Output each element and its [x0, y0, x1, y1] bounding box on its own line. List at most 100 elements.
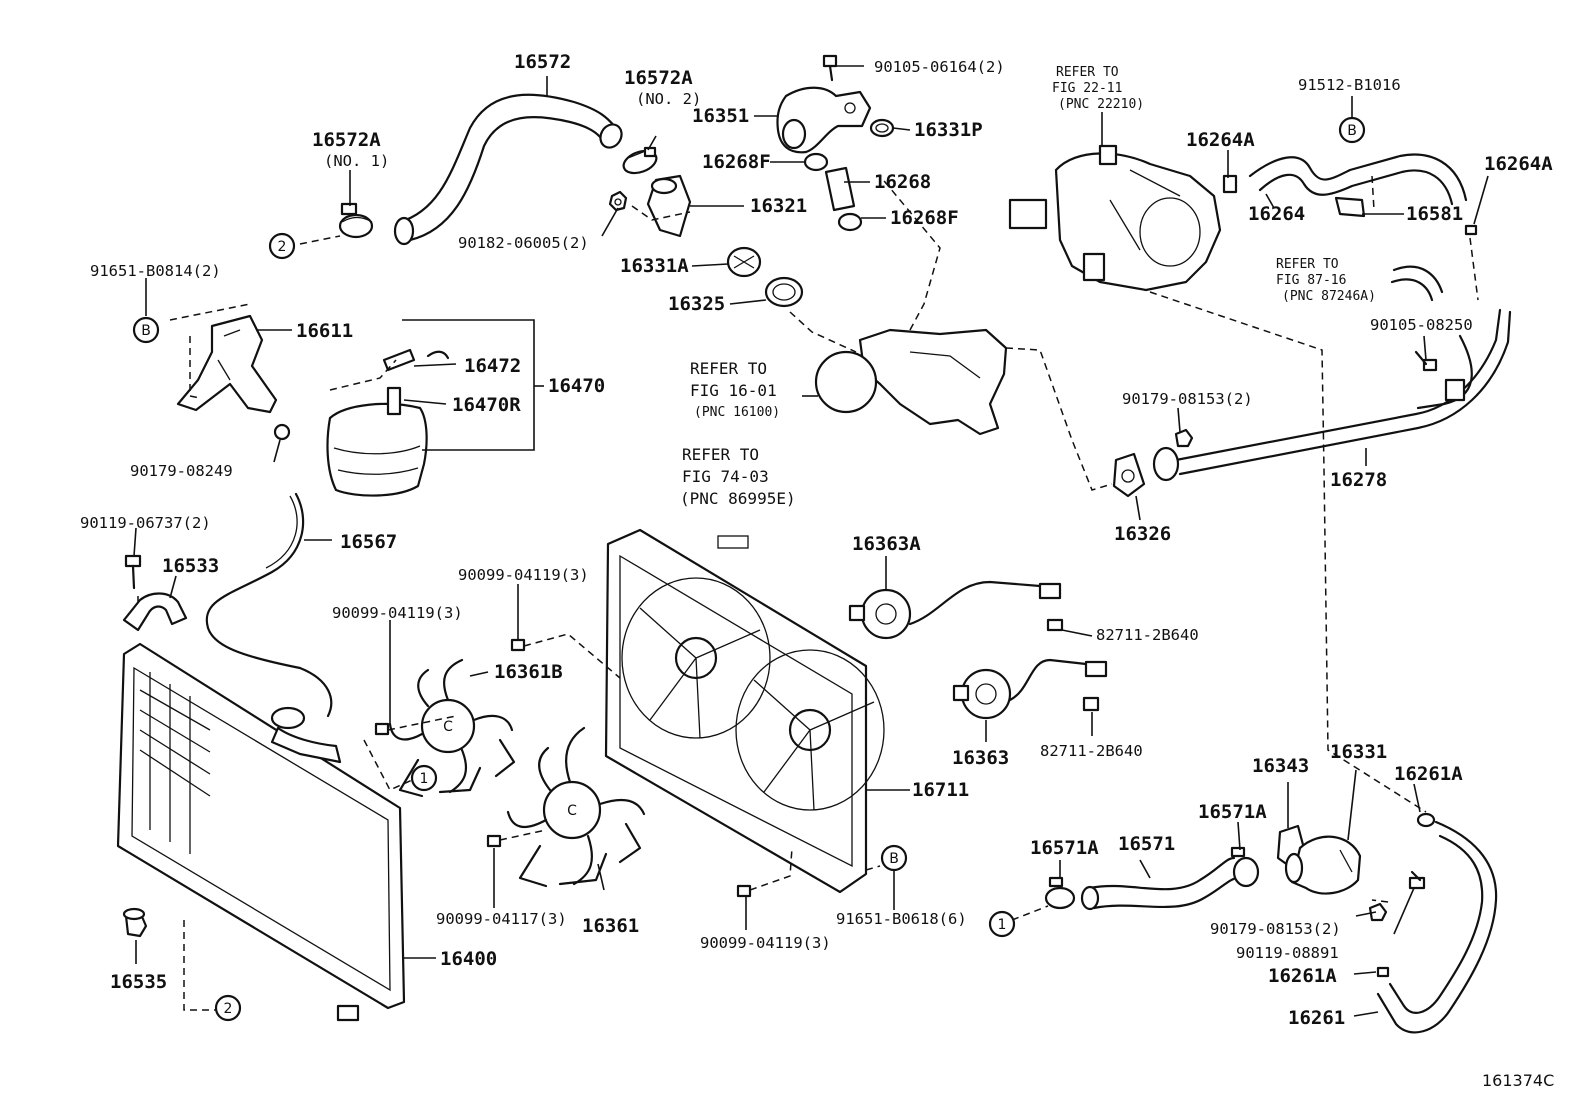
ref-fig1601-line2: FIG 16-01	[690, 381, 777, 400]
label-no2: (NO. 2)	[636, 90, 701, 108]
label-16711: 16711	[912, 779, 969, 801]
hose-clamp-16571a-left	[1044, 876, 1076, 910]
bolt-90105-06164	[822, 54, 838, 82]
gasket-16326	[1112, 452, 1146, 498]
marker-b-shroud-text: B	[889, 851, 899, 867]
label-16363: 16363	[952, 747, 1009, 769]
fan-motor-16363a	[848, 580, 1062, 640]
lower-radiator-hose	[1080, 856, 1240, 911]
fan-shroud	[604, 528, 885, 894]
ref-fig-22-11: REFER TO FIG 22-11 (PNC 22210)	[1052, 65, 1144, 112]
label-16363a: 16363A	[852, 533, 921, 555]
label-90099-04119-bottom: 90099-04119(3)	[700, 934, 831, 952]
label-16261a-bottom: 16261A	[1268, 965, 1337, 987]
marker-b-hose-text: B	[1347, 123, 1357, 139]
bolt-90119-06737	[124, 554, 142, 590]
nut-90179-08153-bottom	[1368, 902, 1388, 922]
label-16343: 16343	[1252, 755, 1309, 777]
ref-fig1601-line1: REFER TO	[690, 359, 767, 378]
label-16400: 16400	[440, 948, 497, 970]
label-16470: 16470	[548, 375, 605, 397]
water-pump-housing	[814, 328, 1008, 436]
bolt-90119-08891	[1408, 870, 1426, 890]
marker-1-radiator: 1	[410, 764, 438, 792]
label-16264a-right: 16264A	[1484, 153, 1553, 175]
thermostat	[726, 246, 804, 308]
ref-fig8716-line3: (PNC 87246A)	[1282, 289, 1376, 304]
upper-radiator-hose	[393, 93, 623, 246]
radiator-support-16533	[122, 592, 188, 632]
screw-90099-04119-fan	[374, 722, 390, 736]
marker-1-lower-hose: 1	[988, 910, 1016, 938]
nut-90182	[608, 190, 628, 212]
label-16331p: 16331P	[914, 119, 983, 141]
throttle-body	[1008, 144, 1222, 292]
fan-16361: C	[506, 726, 646, 888]
water-elbow	[776, 86, 872, 154]
marker-2-top-text: 2	[278, 239, 287, 255]
marker-1-lower-hose-text: 1	[998, 917, 1007, 933]
ref-fig-16-01: REFER TO FIG 16-01 (PNC 16100)	[690, 359, 780, 420]
label-90179-08249: 90179-08249	[130, 462, 233, 480]
overflow-hose-16567	[205, 492, 333, 718]
label-91651-b0618: 91651-B0618(6)	[836, 910, 967, 928]
ref-fig-87-16: REFER TO FIG 87-16 (PNC 87246A)	[1276, 257, 1376, 304]
label-16321: 16321	[750, 195, 807, 217]
ref-fig7403-line2: FIG 74-03	[682, 467, 769, 486]
label-90099-04117: 90099-04117(3)	[436, 910, 567, 928]
bracket-16581	[1334, 196, 1366, 218]
label-16261a-top: 16261A	[1394, 763, 1463, 785]
label-16361b: 16361B	[494, 661, 563, 683]
ref-fig-74-03-label-part	[717, 535, 749, 549]
bolt-90105-08250	[1414, 350, 1438, 372]
marker-1-radiator-text: 1	[420, 771, 429, 787]
marker-2-bottom: 2	[214, 994, 242, 1022]
clip-16261a-lower	[1376, 966, 1390, 978]
label-90119-06737: 90119-06737(2)	[80, 514, 211, 532]
marker-b-hose: B	[1338, 116, 1366, 144]
label-16331a: 16331A	[620, 255, 689, 277]
marker-2-top: 2	[268, 232, 296, 260]
gasket-16331p	[869, 118, 895, 138]
water-bypass-hose-16264	[1222, 153, 1468, 206]
label-90105-06164: 90105-06164(2)	[874, 58, 1005, 76]
ref-fig8716-line2: FIG 87-16	[1276, 273, 1346, 288]
hose-ref-87246a	[1390, 265, 1444, 302]
label-90105-08250: 90105-08250	[1370, 316, 1473, 334]
svg-text:C: C	[443, 719, 453, 735]
label-16261: 16261	[1288, 1007, 1345, 1029]
tank-hose-16472	[382, 348, 450, 372]
label-no1: (NO. 1)	[324, 152, 389, 170]
ref-fig1601-line3: (PNC 16100)	[694, 405, 780, 420]
bypass-hose-16261	[1376, 812, 1498, 1034]
label-16268f-bottom: 16268F	[890, 207, 959, 229]
label-16331: 16331	[1330, 741, 1387, 763]
ref-fig7403-line1: REFER TO	[682, 445, 759, 464]
ref-fig22-line2: FIG 22-11	[1052, 81, 1122, 96]
label-16567: 16567	[340, 531, 397, 553]
label-90179-08153-bottom: 90179-08153(2)	[1210, 920, 1341, 938]
label-91651-b0814: 91651-B0814(2)	[90, 262, 221, 280]
ref-fig22-line1: REFER TO	[1056, 65, 1119, 80]
label-16535: 16535	[110, 971, 167, 993]
label-16611: 16611	[296, 320, 353, 342]
water-inlet-16331	[1284, 835, 1362, 895]
label-16361: 16361	[582, 915, 639, 937]
connector-82711-top	[1046, 618, 1064, 632]
ref-fig7403-line3: (PNC 86995E)	[680, 489, 796, 508]
label-16533: 16533	[162, 555, 219, 577]
water-outlet	[646, 174, 692, 238]
label-82711-top: 82711-2B640	[1096, 626, 1199, 644]
nut-90179-08249	[273, 423, 291, 441]
bypass-pipe-16268	[803, 152, 863, 232]
label-82711-bottom: 82711-2B640	[1040, 742, 1143, 760]
marker-2-bottom-text: 2	[224, 1001, 233, 1017]
hose-clamp-no2	[622, 146, 658, 175]
screw-90099-04119-bottom	[736, 884, 752, 898]
label-91512-b1016: 91512-B1016	[1298, 76, 1401, 94]
label-16470r: 16470R	[452, 394, 521, 416]
drain-plug-16535	[122, 907, 148, 938]
label-16278: 16278	[1330, 469, 1387, 491]
label-16571a-right: 16571A	[1198, 801, 1267, 823]
